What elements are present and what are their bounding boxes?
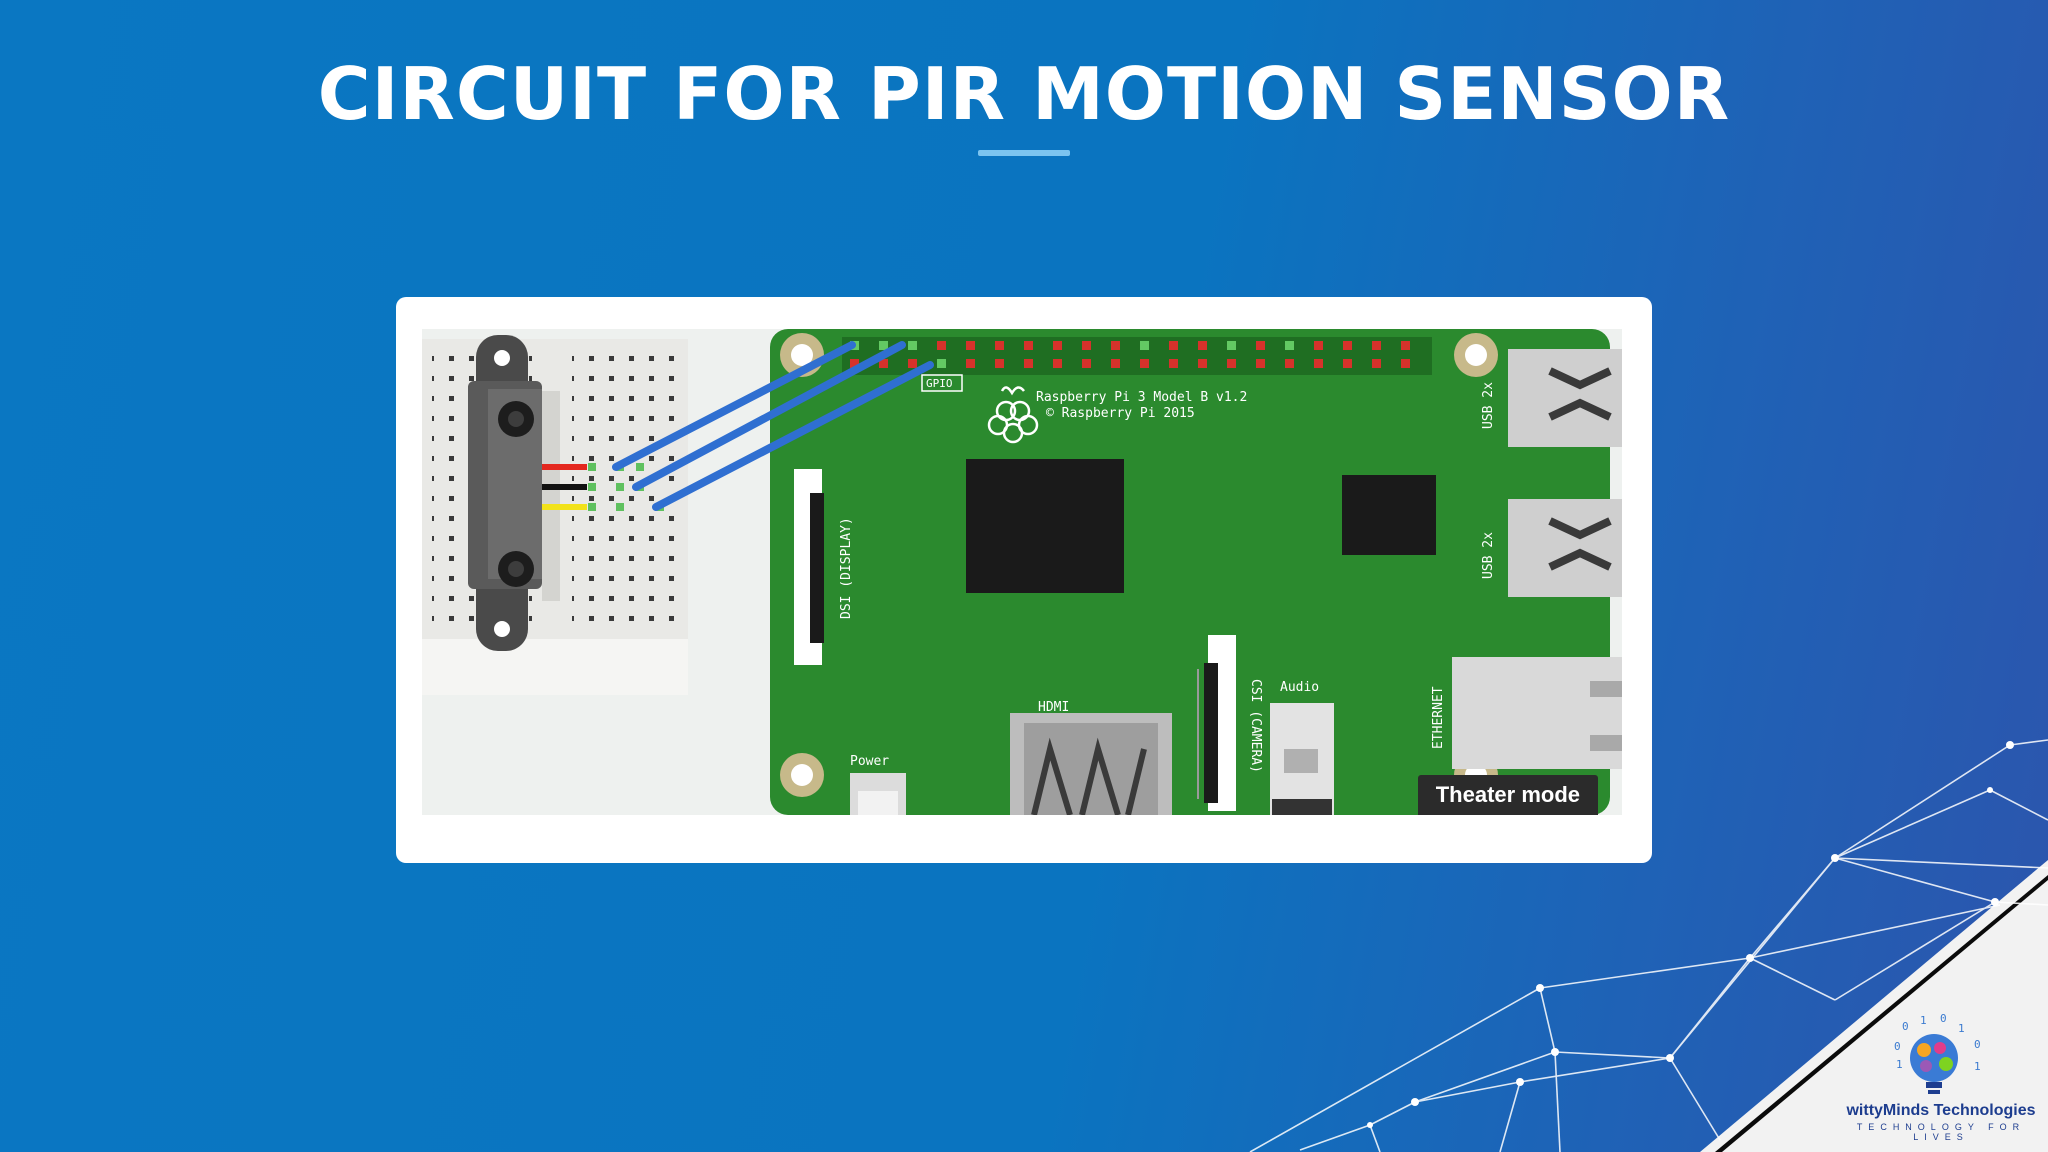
gpio-pin bbox=[1053, 359, 1062, 368]
gpio-pin bbox=[1285, 359, 1294, 368]
gpio-pin bbox=[1111, 359, 1120, 368]
board-copyright-label: © Raspberry Pi 2015 bbox=[1046, 406, 1195, 421]
gpio-pin bbox=[1169, 359, 1178, 368]
raspberry-logo-icon bbox=[987, 386, 1039, 444]
gpio-pin bbox=[937, 341, 946, 350]
gpio-pin bbox=[879, 341, 888, 350]
gpio-pin bbox=[1140, 359, 1149, 368]
circuit-diagram: GPIO Raspberry Pi 3 Model B v1.2 © Raspb… bbox=[422, 329, 1622, 815]
title-underline bbox=[978, 150, 1070, 156]
svg-text:0: 0 bbox=[1902, 1020, 1909, 1033]
gpio-pin bbox=[1024, 341, 1033, 350]
gpio-pin bbox=[1227, 359, 1236, 368]
gpio-pin bbox=[908, 359, 917, 368]
circuit-image-card: GPIO Raspberry Pi 3 Model B v1.2 © Raspb… bbox=[396, 297, 1652, 863]
gpio-pin bbox=[1401, 359, 1410, 368]
theater-mode-button[interactable]: Theater mode bbox=[1417, 775, 1598, 815]
board-model-label: Raspberry Pi 3 Model B v1.2 bbox=[1036, 390, 1247, 405]
gpio-pin bbox=[1198, 359, 1207, 368]
svg-text:0: 0 bbox=[1974, 1038, 1981, 1051]
raspberry-pi-board bbox=[770, 329, 1622, 815]
hdmi-label: HDMI bbox=[1038, 700, 1069, 715]
gpio-pin bbox=[1314, 341, 1323, 350]
gpio-pin bbox=[1285, 341, 1294, 350]
usb-label-top: USB 2x bbox=[1481, 382, 1496, 429]
slide-title: CIRCUIT FOR PIR MOTION SENSOR bbox=[317, 52, 1731, 136]
power-label: Power bbox=[850, 754, 889, 769]
gpio-pin bbox=[1372, 341, 1381, 350]
gpio-pin bbox=[1082, 341, 1091, 350]
gpio-pin bbox=[879, 359, 888, 368]
gpio-pin bbox=[1198, 341, 1207, 350]
gpio-pin bbox=[1343, 359, 1352, 368]
pir-sensor bbox=[468, 335, 542, 651]
company-name: wittyMinds Technologies bbox=[1846, 1102, 2036, 1119]
company-tagline: TECHNOLOGY FOR LIVES bbox=[1856, 1122, 2026, 1142]
svg-text:1: 1 bbox=[1920, 1014, 1927, 1027]
camera-label: CSI (CAMERA) bbox=[1248, 679, 1263, 773]
display-label: DSI (DISPLAY) bbox=[839, 517, 854, 619]
gpio-pin bbox=[1372, 359, 1381, 368]
gpio-pin bbox=[1256, 341, 1265, 350]
gpio-pin bbox=[1227, 341, 1236, 350]
ethernet-label: ETHERNET bbox=[1431, 686, 1446, 749]
gpio-pin bbox=[1024, 359, 1033, 368]
gpio-pin bbox=[1343, 341, 1352, 350]
svg-text:0: 0 bbox=[1940, 1012, 1947, 1025]
gpio-pin bbox=[966, 359, 975, 368]
usb-label-bottom: USB 2x bbox=[1481, 532, 1496, 579]
gpio-pin bbox=[850, 359, 859, 368]
gpio-pin bbox=[1256, 359, 1265, 368]
svg-text:1: 1 bbox=[1958, 1022, 1965, 1035]
svg-text:1: 1 bbox=[1974, 1060, 1981, 1073]
gpio-pin bbox=[1140, 341, 1149, 350]
gpio-pin bbox=[937, 359, 946, 368]
gpio-pin bbox=[1401, 341, 1410, 350]
gpio-pin bbox=[966, 341, 975, 350]
circuit-svg: GPIO Raspberry Pi 3 Model B v1.2 © Raspb… bbox=[422, 329, 1622, 815]
gpio-pin bbox=[1314, 359, 1323, 368]
gpio-pin bbox=[995, 359, 1004, 368]
gpio-pin bbox=[995, 341, 1004, 350]
breadboard bbox=[422, 339, 688, 695]
gpio-pin bbox=[1169, 341, 1178, 350]
gpio-label: GPIO bbox=[926, 377, 953, 390]
gpio-pin bbox=[1082, 359, 1091, 368]
gpio-pin bbox=[1111, 341, 1120, 350]
svg-text:1: 1 bbox=[1896, 1058, 1903, 1071]
audio-label: Audio bbox=[1280, 680, 1319, 695]
gpio-pin bbox=[908, 341, 917, 350]
gpio-pin bbox=[1053, 341, 1062, 350]
svg-text:0: 0 bbox=[1894, 1040, 1901, 1053]
